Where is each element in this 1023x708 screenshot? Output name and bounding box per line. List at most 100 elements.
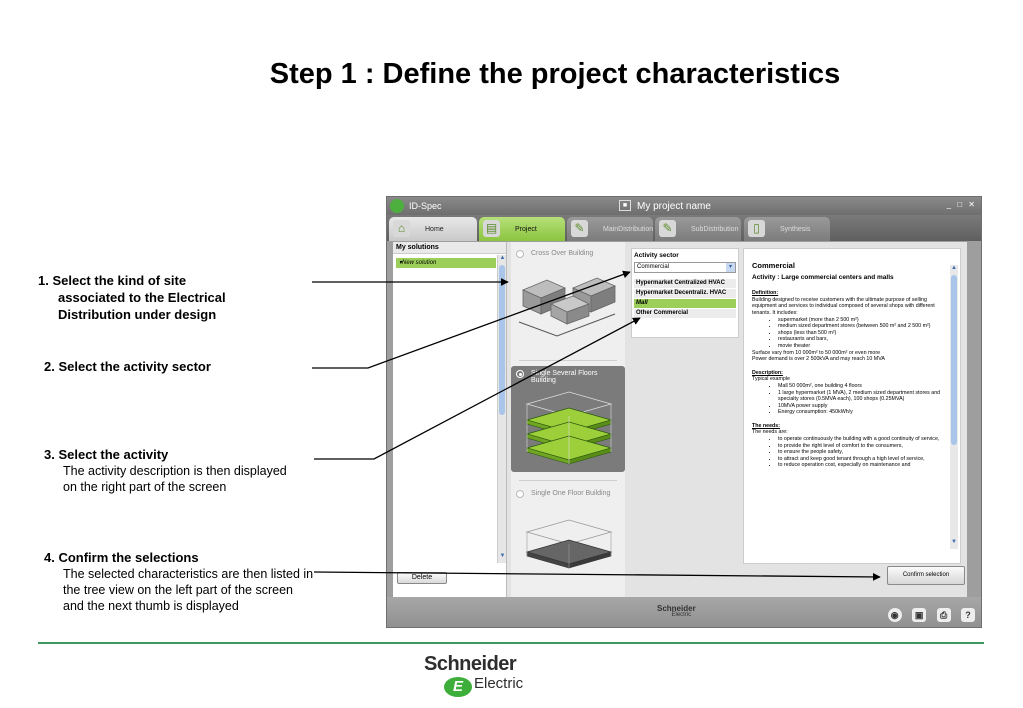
one-floor-building-icon	[525, 519, 613, 569]
activity-sector-select[interactable]: Commercial ▾	[634, 262, 736, 273]
notebook-icon: ▤	[483, 220, 500, 237]
tab-main-distribution[interactable]: ✎ MainDistribution	[567, 217, 653, 241]
list-item: to provide the right level of comfort to…	[778, 443, 948, 450]
eye-icon[interactable]: ◉	[887, 608, 902, 622]
step-1-cont-2: Distribution under design	[58, 307, 217, 322]
brand-sub: Electric	[474, 675, 524, 692]
definition-intro: Building designed to receive customers w…	[752, 296, 935, 316]
needs-intro: The needs are:	[752, 429, 788, 436]
activity-description-panel: Commercial Activity : Large commercial c…	[743, 248, 961, 564]
description-title: Commercial	[752, 261, 795, 270]
list-item: 10MVA power supply	[778, 403, 948, 410]
scroll-thumb[interactable]	[499, 265, 505, 415]
pencil-icon: ✎	[659, 220, 676, 237]
footer-logo: Schneider Electric	[657, 605, 696, 619]
app-window: ID-Spec ■ My project name _ □ ✕ ⌂ Home ▤…	[386, 196, 982, 628]
print-icon[interactable]: ⎙	[936, 608, 951, 622]
activity-list: Hypermarket Centralized HVAC Hypermarket…	[632, 279, 738, 319]
step-4-head: 4. Confirm the selections	[44, 550, 199, 565]
divider	[519, 360, 617, 361]
list-item: Mall 50 000m², one building 4 floors	[778, 383, 948, 390]
solutions-panel: My solutions ▾New solution ▲ ▼ Delete	[393, 242, 507, 597]
step-3-text: 3. Select the activity The activity desc…	[44, 446, 304, 495]
activity-item-selected[interactable]: Mall	[634, 299, 736, 309]
delete-button[interactable]: Delete	[397, 572, 447, 584]
app-name: ID-Spec	[409, 201, 442, 211]
app-body: My solutions ▾New solution ▲ ▼ Delete Cr…	[393, 242, 967, 597]
tab-home[interactable]: ⌂ Home	[389, 217, 477, 241]
window-controls[interactable]: _ □ ✕	[946, 200, 977, 209]
definition-list: supermarket (more than 2 500 m²) medium …	[778, 317, 948, 350]
tab-project-label: Project	[515, 226, 537, 233]
site-option-one-floor[interactable]: Single One Floor Building	[511, 486, 625, 586]
several-floors-building-icon	[525, 391, 613, 465]
description-heading: Activity : Large commercial centers and …	[752, 273, 894, 281]
tab-main-distribution-label: MainDistribution	[603, 226, 654, 233]
radio-button[interactable]	[516, 490, 524, 498]
power-text: Power demand is over 2 500kVA and may re…	[752, 356, 885, 363]
tree-item-new-solution[interactable]: ▾New solution	[396, 258, 496, 268]
cross-over-building-icon	[518, 277, 617, 337]
solutions-header: My solutions	[393, 242, 506, 254]
save-icon[interactable]: ▣	[912, 608, 927, 622]
list-item: 1 large hypermarket (1 MVA), 2 medium si…	[778, 390, 948, 403]
confirm-selection-button[interactable]: Confirm selection	[887, 566, 965, 585]
brand-logo: Schneider E Electric	[424, 653, 554, 703]
radio-button-selected[interactable]	[516, 370, 524, 378]
scroll-down-icon[interactable]: ▼	[499, 553, 506, 559]
step-2-text: 2. Select the activity sector	[44, 358, 211, 375]
activity-item[interactable]: Hypermarket Decentraliz. HVAC	[634, 289, 736, 299]
scroll-up-icon[interactable]: ▲	[951, 265, 957, 271]
site-option-label: Cross Over Building	[531, 250, 594, 257]
step-1-head: 1. Select the kind of site	[38, 273, 187, 288]
solutions-scrollbar[interactable]: ▲ ▼	[497, 255, 506, 563]
step-1-text: 1. Select the kind of site associated to…	[38, 272, 308, 323]
list-item: restaurants and bars,	[778, 336, 948, 343]
site-option-cross-over[interactable]: Cross Over Building	[511, 246, 625, 356]
step-4-text: 4. Confirm the selections The selected c…	[44, 549, 314, 614]
footer-toolbar: ◉ ▣ ⎙ ?	[882, 605, 975, 623]
list-item: to operate continuously the building wit…	[778, 436, 948, 443]
step-4-sub: The selected characteristics are then li…	[63, 567, 314, 613]
surface-text: Surface vary from 10 000m² to 50 000m² o…	[752, 349, 881, 356]
definition-label: Definition:	[752, 290, 779, 297]
activity-item[interactable]: Hypermarket Centralized HVAC	[634, 279, 736, 289]
site-option-label: Single One Floor Building	[531, 490, 611, 497]
site-option-several-floors[interactable]: Single Several Floors Building	[511, 366, 625, 472]
description-scrollbar[interactable]: ▲ ▼	[950, 265, 958, 549]
scroll-up-icon[interactable]: ▲	[499, 255, 506, 261]
list-item: shops (less than 500 m²)	[778, 330, 948, 337]
step-3-sub: The activity description is then display…	[63, 464, 287, 494]
site-type-list: Cross Over Building Single Several	[511, 242, 625, 597]
step-3-head: 3. Select the activity	[44, 447, 169, 462]
help-icon[interactable]: ?	[961, 608, 975, 622]
chevron-down-icon[interactable]: ▾	[726, 263, 735, 272]
activity-sector-value: Commercial	[637, 264, 670, 270]
typical-example: Typical example	[752, 376, 790, 383]
list-item: medium sized department stores (between …	[778, 323, 948, 330]
description-content: Commercial Activity : Large commercial c…	[752, 261, 948, 469]
project-icon: ■	[619, 200, 631, 211]
step-2-head: 2. Select the activity sector	[44, 359, 211, 374]
radio-button[interactable]	[516, 250, 524, 258]
scroll-thumb[interactable]	[951, 275, 957, 445]
list-item: to reduce operation cost, especially on …	[778, 462, 948, 469]
list-item: supermarket (more than 2 500 m²)	[778, 317, 948, 324]
tab-sub-distribution[interactable]: ✎ SubDistribution	[655, 217, 741, 241]
app-footer: Schneider Electric ◉ ▣ ⎙ ?	[387, 597, 981, 627]
tab-project[interactable]: ▤ Project	[479, 217, 565, 241]
list-item: to attract and keep good tenant through …	[778, 456, 948, 463]
needs-list: to operate continuously the building wit…	[778, 436, 948, 469]
tab-synthesis[interactable]: ▯ Synthesis	[744, 217, 830, 241]
site-option-label: Single Several Floors Building	[531, 370, 598, 384]
activity-item[interactable]: Other Commercial	[634, 309, 736, 319]
footer-divider	[38, 642, 984, 644]
list-item: Energy consumption: 450kWh/y	[778, 409, 948, 416]
title-bar: ID-Spec ■ My project name _ □ ✕	[387, 197, 981, 215]
tab-bar: ⌂ Home ▤ Project ✎ MainDistribution ✎ Su…	[387, 215, 981, 241]
tab-synthesis-label: Synthesis	[780, 226, 811, 233]
home-icon: ⌂	[393, 220, 410, 237]
scroll-down-icon[interactable]: ▼	[951, 539, 957, 545]
footer-brand-name: Schneider	[657, 604, 696, 613]
project-name: My project name	[637, 201, 711, 212]
